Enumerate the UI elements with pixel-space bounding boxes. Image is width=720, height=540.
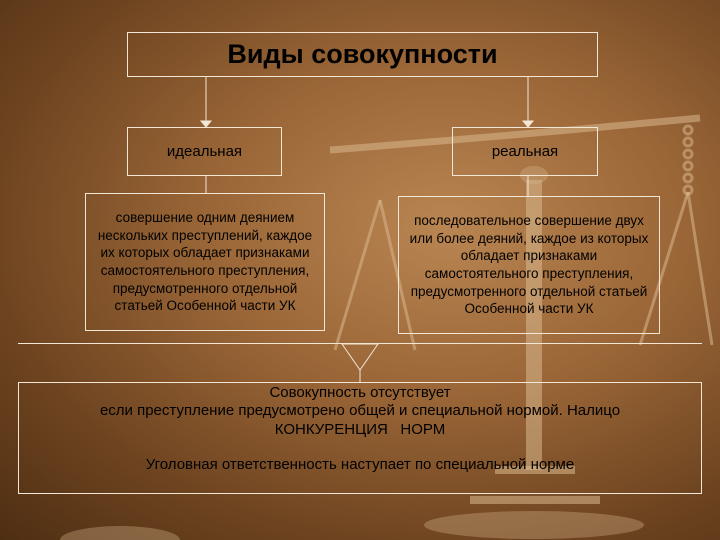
ideal-label: идеальная: [166, 142, 243, 160]
conclusion-line-1: Совокупность отсутствует: [269, 384, 451, 401]
conclusion-box: Совокупность отсутствует если преступлен…: [18, 382, 702, 494]
title-text: Виды совокупности: [227, 38, 498, 69]
conclusion-line-2: если преступление предусмотрено общей и …: [99, 402, 621, 420]
divider-line: [18, 343, 702, 344]
responsibility-text: Уголовная ответственность наступает по с…: [145, 455, 575, 473]
pointer-triangle-icon: [341, 343, 379, 371]
ideal-description: совершение одним деянием нескольких прес…: [97, 210, 313, 314]
ideal-category-box: идеальная: [127, 127, 282, 176]
diagram-title: Виды совокупности: [127, 32, 598, 77]
real-label: реальная: [491, 142, 559, 160]
real-description: последовательное совершение двух или бол…: [409, 213, 649, 317]
real-description-box: последовательное совершение двух или бол…: [398, 196, 660, 334]
ideal-description-box: совершение одним деянием нескольких прес…: [85, 193, 325, 331]
conclusion-line-3: КОНКУРЕНЦИЯ НОРМ: [274, 420, 446, 438]
real-category-box: реальная: [452, 127, 598, 176]
arrow-to-real-icon: [521, 120, 535, 128]
arrow-to-ideal-icon: [199, 120, 213, 128]
